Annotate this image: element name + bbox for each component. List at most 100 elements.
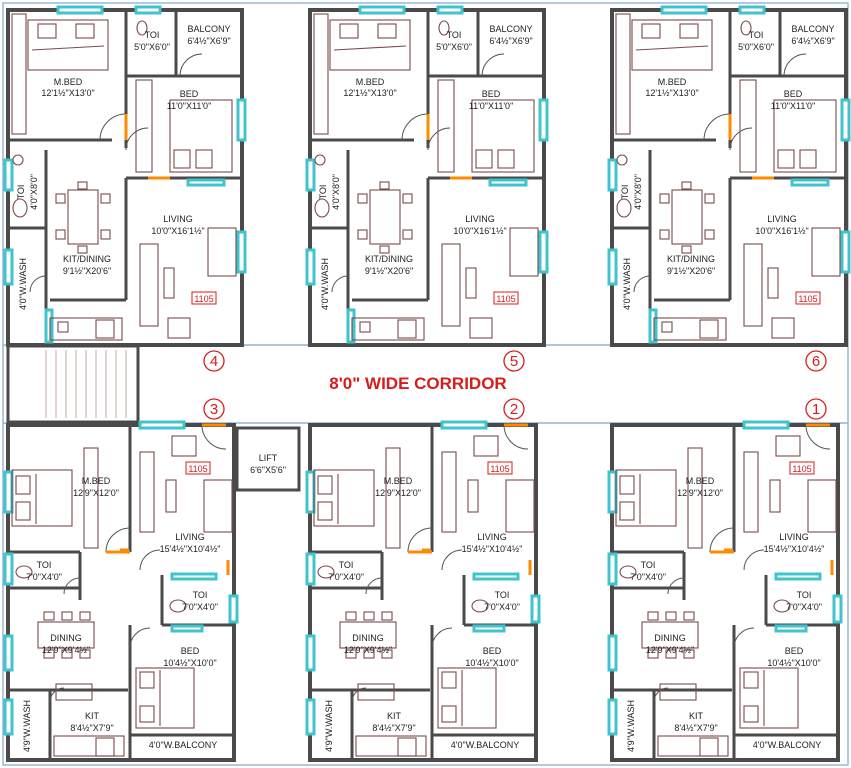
unit-number: 5 [510,353,518,370]
room-name-dining: DINING [50,633,82,643]
room-size-balcony: 6'4½"X6'9" [791,36,834,46]
room-name-kitchen: KIT/DINING [365,254,413,264]
room-size-living: 10'0"X16'1½" [151,226,204,236]
room-size-bed: 10'4½"X10'0" [767,658,820,668]
room-name-wash: 4'0"W.WASH [320,258,330,310]
room-name-toi: TOI [339,560,354,570]
unit-badge-4: 4 [203,350,225,372]
room-size-toi: 4'0"X8'0" [633,174,643,210]
room-size-kitchen: 9'1½"X20'6" [365,266,413,276]
room-size-living: 10'0"X16'1½" [453,226,506,236]
room-size-living: 15'4½"X10'4½" [462,544,523,554]
room-size-mbed: 12'9"X12'0" [73,488,119,498]
room-name-balcony: 4'0"W.BALCONY [451,740,519,750]
room-size-bed: 10'4½"X10'0" [163,658,216,668]
unit-number: 2 [510,401,518,418]
top-unit-3: M.BED 12'1½"X13'0" TOI 5'0"X6'0" BALCONY… [607,5,851,347]
bottom-unit-template: M.BED 12'9"X12'0" LIVING 15'4½"X10'4½" T… [3,420,239,762]
room-name-mbed: M.BED [658,77,687,87]
room-name-balcony: 4'0"W.BALCONY [753,740,821,750]
room-name-kitchen: KIT [689,711,704,721]
room-name-toi: TOI [193,590,208,600]
room-name-balcony: BALCONY [791,24,834,34]
room-name-living: LIVING [163,214,193,224]
room-name-toi: TOI [16,185,26,200]
room-name-wash: 4'0"W.WASH [18,258,28,310]
unit-badge-5: 5 [503,350,525,372]
room-name-toi: TOI [145,30,160,40]
unit-badge-6: 6 [805,350,827,372]
room-size-bed: 11'0"X11'0" [771,101,816,111]
room-name-toi: TOI [37,560,52,570]
room-size-toi: 7'0"X4'0" [484,602,520,612]
room-name-bed: BED [181,646,200,656]
unit-tag: 1105 [792,464,811,474]
room-size-mbed: 12'9"X12'0" [375,488,421,498]
room-name-balcony: BALCONY [489,24,532,34]
room-size-mbed: 12'1½"X13'0" [645,88,698,98]
room-name-bed: BED [180,89,199,99]
room-name-bed: BED [482,89,501,99]
unit-badge-3: 3 [203,398,225,420]
room-name-living: LIVING [175,532,205,542]
room-name-wash: 4'9"W.WASH [324,700,334,752]
room-size-living: 15'4½"X10'4½" [160,544,221,554]
unit-badge-2: 2 [503,398,525,420]
room-size-dining: 12'9"X9'4½" [344,645,392,655]
room-size-toi: 7'0"X4'0" [786,602,822,612]
room-name-living: LIVING [767,214,797,224]
lift-size: 6'6"X5'6" [250,465,286,475]
bottom-unit-2: M.BED 12'9"X12'0" LIVING 15'4½"X10'4½" T… [305,420,541,762]
room-name-bed: BED [784,89,803,99]
unit-tag: 1105 [188,464,207,474]
room-name-toi: TOI [641,560,656,570]
room-name-balcony: 4'0"W.BALCONY [149,740,217,750]
room-size-mbed: 12'1½"X13'0" [343,88,396,98]
unit-number: 6 [812,353,820,370]
room-name-dining: DINING [352,633,384,643]
room-name-toi: TOI [797,590,812,600]
room-name-toi: TOI [318,185,328,200]
room-name-wash: 4'9"W.WASH [22,700,32,752]
room-name-mbed: M.BED [54,77,83,87]
top-unit-2: M.BED 12'1½"X13'0" TOI 5'0"X6'0" BALCONY… [305,5,549,347]
lift: LIFT 6'6"X5'6" [235,426,301,492]
room-size-kitchen: 8'4½"X7'9" [372,723,415,733]
room-name-toi: TOI [620,185,630,200]
unit-tag: 1105 [496,294,515,304]
room-name-living: LIVING [465,214,495,224]
room-name-toi: TOI [447,30,462,40]
room-size-balcony: 6'4½"X6'9" [489,36,532,46]
room-size-kitchen: 9'1½"X20'6" [63,266,111,276]
room-name-kitchen: KIT [387,711,402,721]
room-size-balcony: 6'4½"X6'9" [187,36,230,46]
room-size-bed: 11'0"X11'0" [469,101,514,111]
room-size-mbed: 12'9"X12'0" [677,488,723,498]
room-size-toi: 7'0"X4'0" [182,602,218,612]
bottom-unit-3: M.BED 12'9"X12'0" LIVING 15'4½"X10'4½" T… [607,420,843,762]
room-size-living: 15'4½"X10'4½" [764,544,825,554]
room-name-wash: 4'9"W.WASH [626,700,636,752]
room-size-kitchen: 8'4½"X7'9" [674,723,717,733]
unit-badge-1: 1 [805,398,827,420]
room-name-mbed: M.BED [82,476,111,486]
room-name-mbed: M.BED [686,476,715,486]
room-name-kitchen: KIT/DINING [667,254,715,264]
room-size-toi: 4'0"X8'0" [29,174,39,210]
room-size-dining: 12'9"X9'4½" [42,645,90,655]
room-name-toi: TOI [749,30,764,40]
unit-number: 1 [812,401,820,418]
staircase [6,344,140,424]
room-name-bed: BED [483,646,502,656]
room-size-toi: 7'0"X4'0" [328,572,364,582]
room-name-kitchen: KIT/DINING [63,254,111,264]
room-name-living: LIVING [477,532,507,542]
room-size-bed: 10'4½"X10'0" [465,658,518,668]
room-size-toi: 7'0"X4'0" [26,572,62,582]
top-unit-template: M.BED 12'1½"X13'0" TOI 5'0"X6'0" BALCONY… [3,5,247,347]
room-size-toi: 4'0"X8'0" [331,174,341,210]
room-size-toi: 5'0"X6'0" [738,42,774,52]
room-size-kitchen: 8'4½"X7'9" [70,723,113,733]
